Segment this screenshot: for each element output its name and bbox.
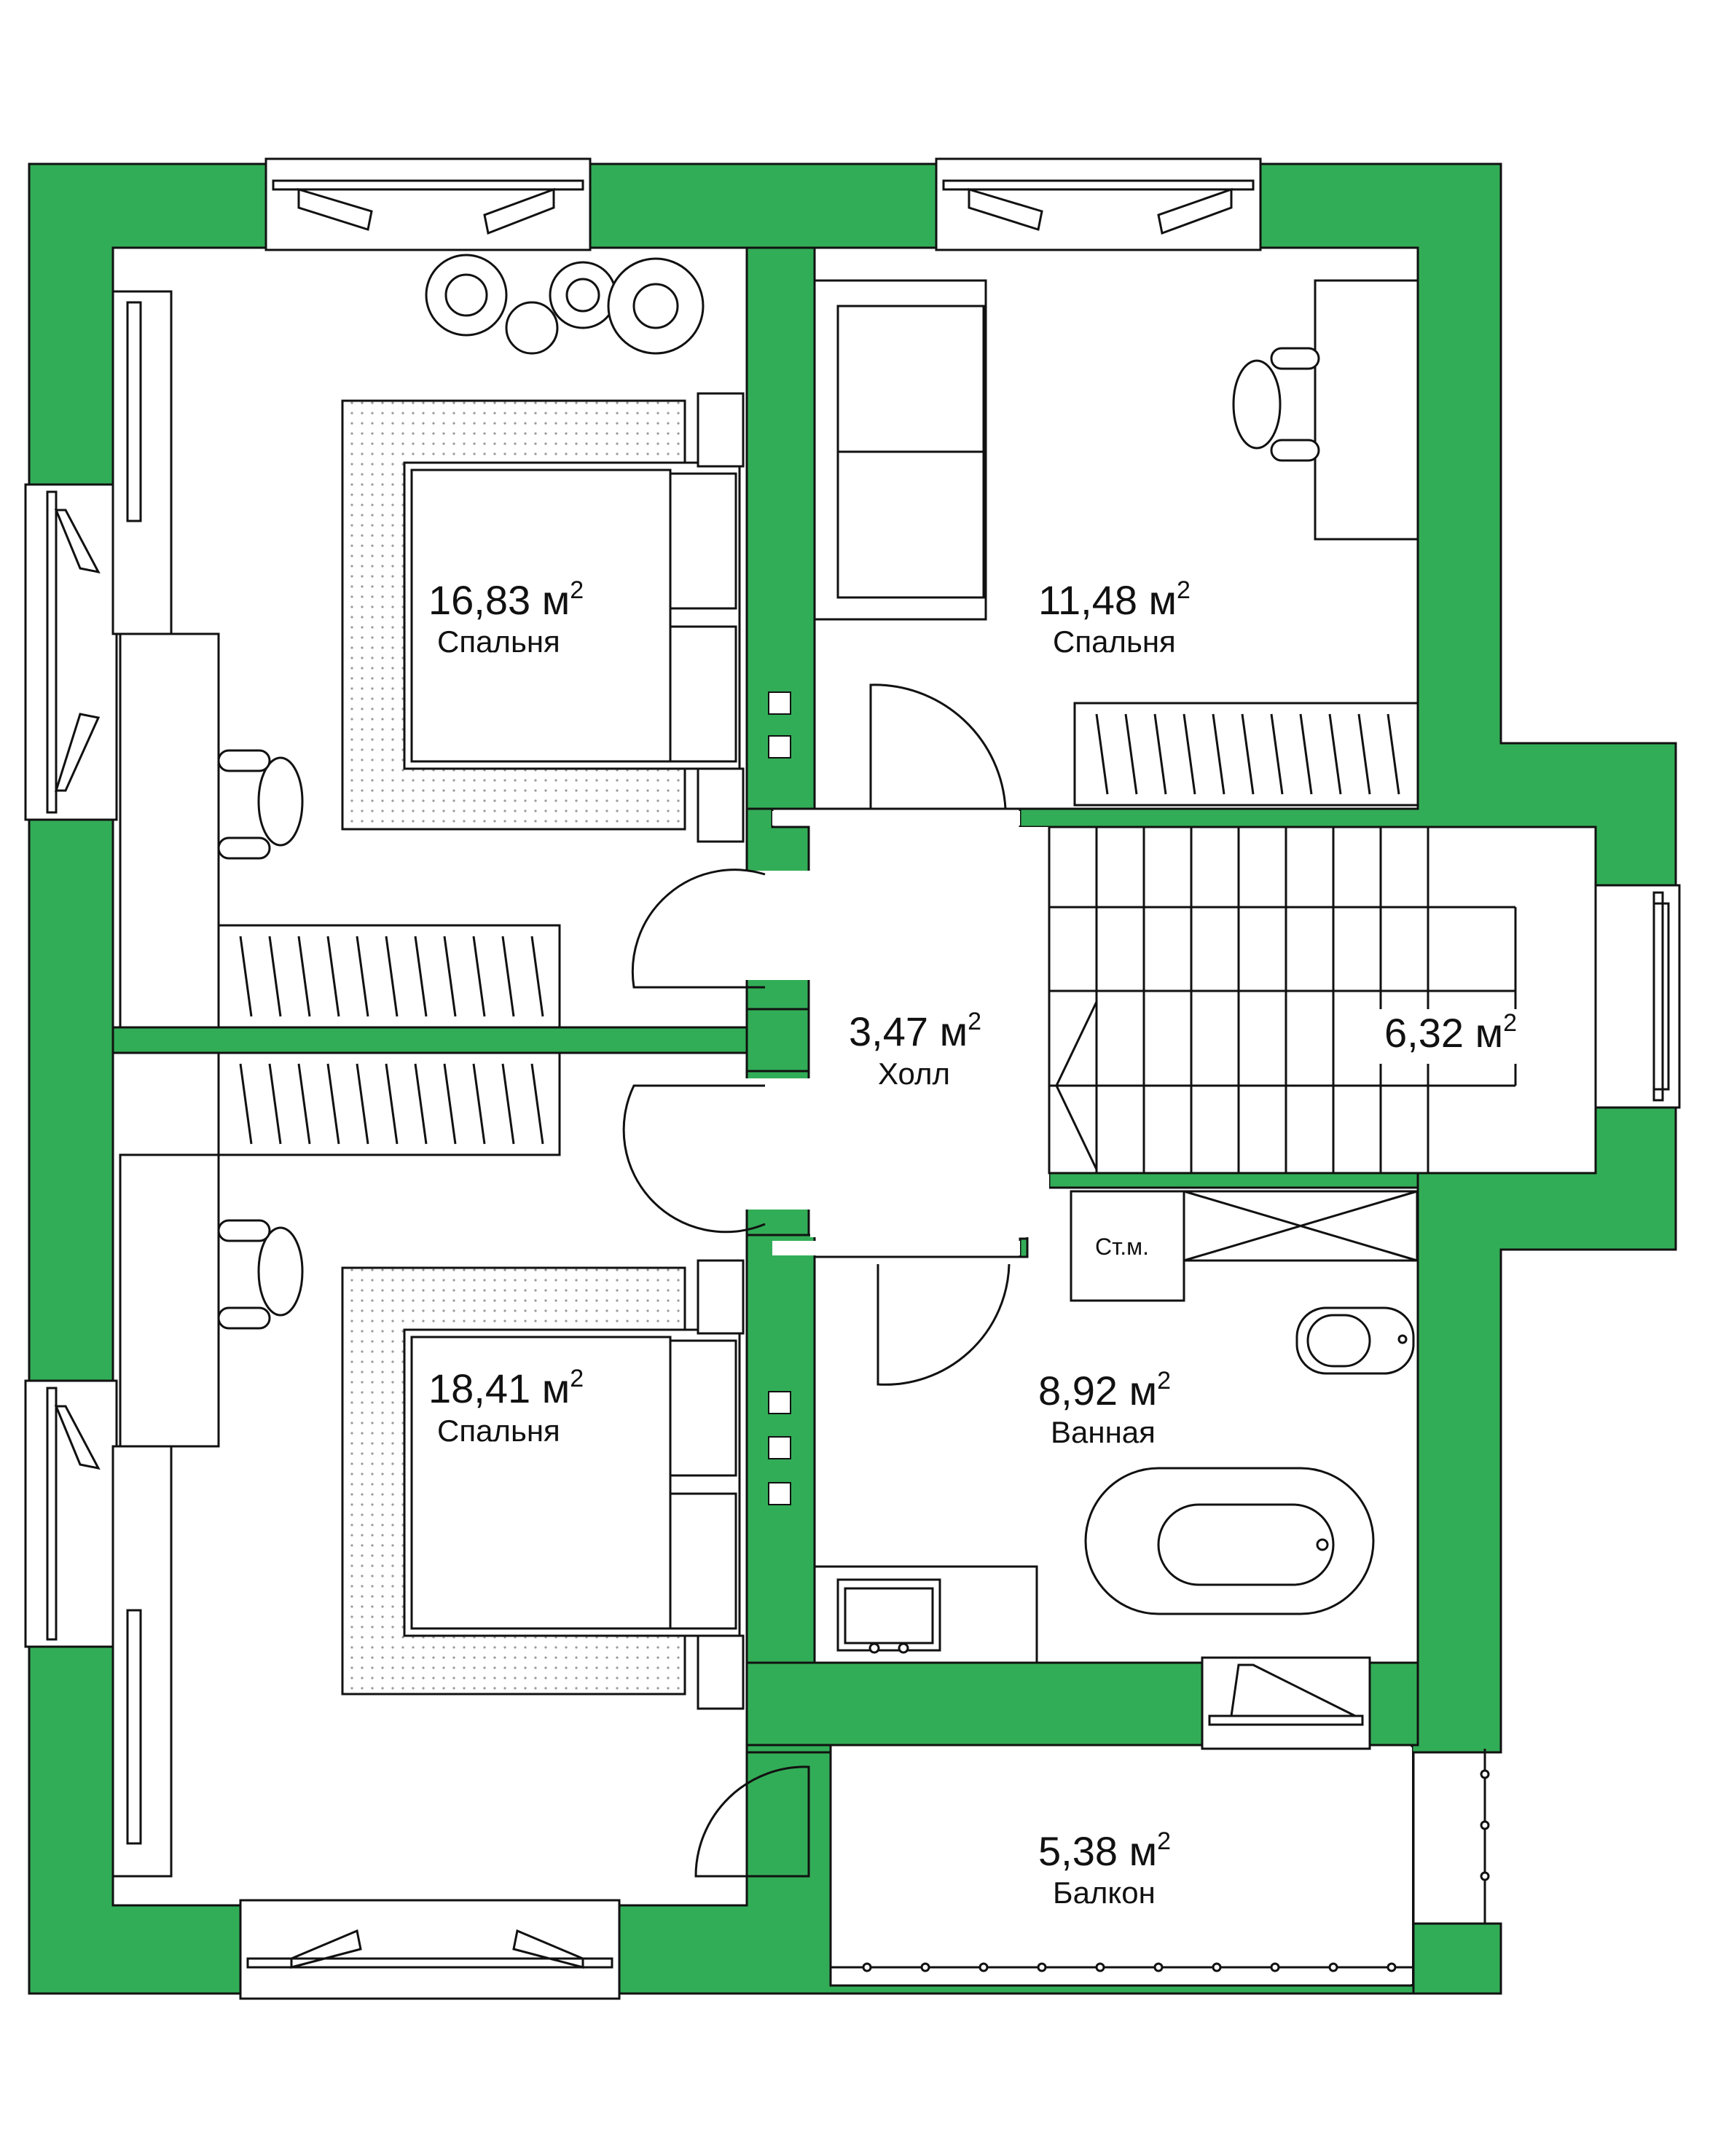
wall-balcony-left (745, 1744, 832, 1754)
room-label-bedroom-bottom-left: 18,41 м2 Спальня (428, 1365, 584, 1448)
balcony-railing (831, 1749, 1490, 1972)
area-value: 5,38 м2 (1038, 1827, 1171, 1874)
room-name: Балкон (1053, 1875, 1156, 1910)
room-name: Спальня (437, 624, 560, 659)
area-value: 16,83 м2 (428, 576, 584, 623)
window-bottom-left (239, 1899, 621, 2000)
desk (119, 632, 220, 1029)
room-label-balcony: 5,38 м2 Балкон (1038, 1827, 1171, 1910)
room-name: Спальня (1053, 624, 1176, 659)
window-top-left (264, 157, 592, 251)
furniture-bedroom-top-right (813, 279, 1419, 807)
room-name: Ванная (1051, 1415, 1156, 1449)
area-value: 18,41 м2 (428, 1365, 584, 1411)
room-label-stairs: 6,32 м2 (1377, 1009, 1559, 1064)
furniture-bedroom-top-left (111, 254, 745, 1029)
chair-bottom-left (257, 1226, 304, 1317)
room-name: Холл (878, 1057, 950, 1091)
chair (257, 756, 304, 847)
room-label-bathroom: 8,92 м2 Ванная (1038, 1367, 1171, 1449)
wall-stairs-bath (1048, 1172, 1419, 1189)
wall-hall-stub (745, 1008, 810, 1073)
door-bedroom-top-right (869, 683, 1007, 810)
shelf-bottom (111, 1445, 173, 1878)
area-value: 3,47 м2 (849, 1008, 981, 1054)
window-left-upper (24, 483, 118, 821)
window-stairs (1594, 884, 1681, 1109)
stairs (1048, 826, 1597, 1175)
window-top-right (935, 157, 1262, 251)
washing-machine (1070, 1190, 1185, 1302)
room-label-bedroom-top-left: 16,83 м2 Спальня (428, 576, 584, 659)
wall-vents (768, 691, 791, 1505)
area-value: 11,48 м2 (1038, 576, 1191, 623)
desk-top-right (1314, 279, 1419, 541)
shelf (111, 290, 173, 635)
chair-top-right (1232, 359, 1282, 450)
room-name: Спальня (437, 1414, 560, 1448)
desk-bottom-left (119, 1153, 220, 1448)
doors (622, 683, 1011, 1878)
door-bedroom-top-left (631, 869, 766, 989)
washing-machine-label: Ст.м. (1095, 1234, 1149, 1260)
door-bedroom-bottom-left (622, 1084, 766, 1234)
wall-horizontal-bedrooms (111, 1026, 748, 1054)
area-value: 6,32 м2 (1384, 1009, 1517, 1056)
window-bath (1201, 1656, 1371, 1750)
room-label-bedroom-top-right: 11,48 м2 Спальня (1038, 576, 1191, 659)
wall-balcony-right (1412, 1922, 1502, 1995)
windows (24, 157, 1681, 2000)
door-balcony (694, 1765, 810, 1878)
room-label-hall: 3,47 м2 Холл (849, 1008, 981, 1091)
bathroom-fixtures (813, 1190, 1419, 1664)
plant-icon (425, 254, 705, 355)
area-value: 8,92 м2 (1038, 1367, 1171, 1414)
door-bathroom (876, 1263, 1011, 1386)
wall-vertical-center (745, 246, 816, 810)
window-left-lower (24, 1379, 118, 1648)
